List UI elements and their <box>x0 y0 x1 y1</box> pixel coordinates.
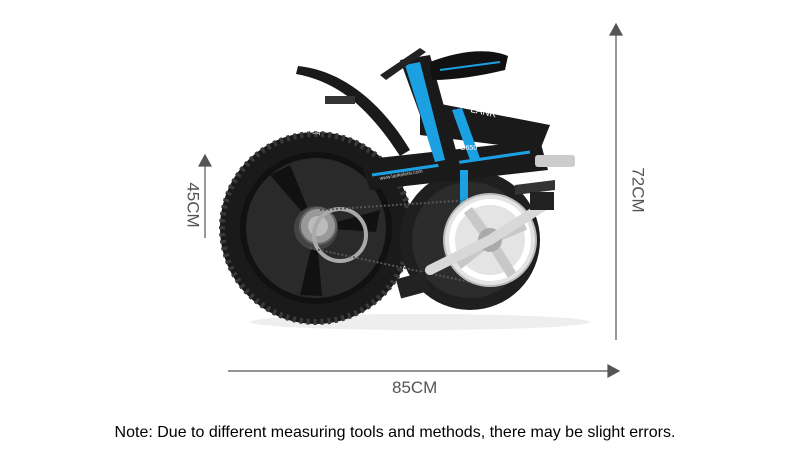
measurement-note: Note: Due to different measuring tools a… <box>114 424 676 441</box>
model-text: G650 <box>460 145 477 152</box>
chain <box>309 199 471 283</box>
frame <box>325 48 575 230</box>
rear-fender <box>296 66 410 156</box>
height-72-arrow <box>608 22 624 340</box>
brand-text: LANK <box>469 104 497 120</box>
length-85-arrow <box>228 363 621 379</box>
chainring <box>395 192 554 299</box>
height-folded-label: 45CM <box>183 182 203 228</box>
tire-brand-text: KENDA <box>299 126 321 137</box>
length-label: 85CM <box>392 378 438 397</box>
height-45-arrow <box>197 153 213 238</box>
rear-wheel <box>219 131 413 325</box>
height-total-label: 72CM <box>628 167 648 213</box>
